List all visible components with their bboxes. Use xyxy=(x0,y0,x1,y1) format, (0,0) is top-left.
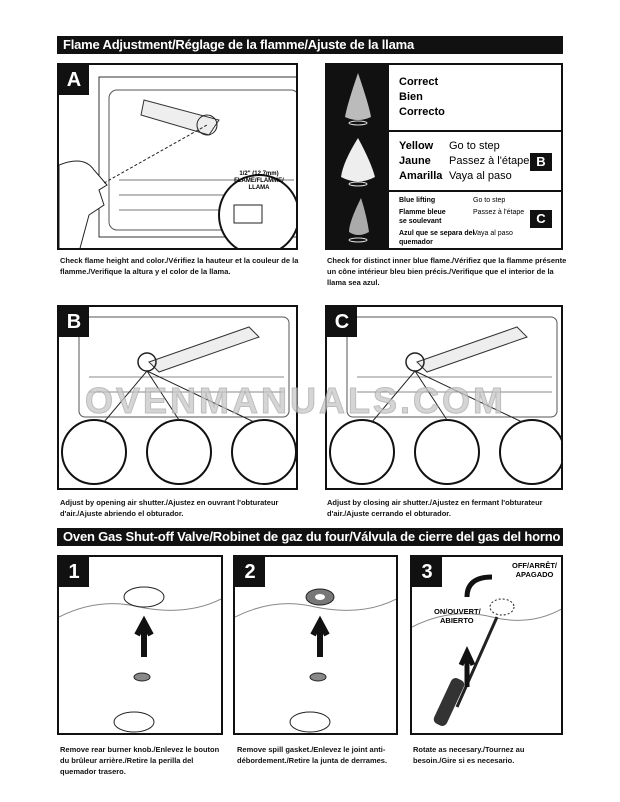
remove-knob-drawing xyxy=(59,586,221,733)
callout-line: 1/2" (12.7mm) xyxy=(239,171,279,177)
flame-row-blue-lifting: Blue lifting Flamme bleue se soulevant A… xyxy=(327,192,561,248)
panel-a-caption: Check flame height and color./Vérifiez l… xyxy=(60,256,299,276)
on-label-line: ABIERTO xyxy=(440,616,474,625)
label-yellow-es: Amarilla xyxy=(399,170,443,182)
label-correct-es: Correcto xyxy=(399,106,445,118)
callout-line: FLAME/FLAMME/ xyxy=(234,178,284,184)
label-yellow-fr: Jaune xyxy=(399,155,431,167)
flame-row-correct: Correct Bien Correcto xyxy=(327,65,561,132)
close-air-shutter-drawing xyxy=(329,316,561,485)
oven-flame-check-drawing xyxy=(59,76,296,248)
flame-row-yellow: Yellow Jaune Amarilla Go to step Passez … xyxy=(327,132,561,192)
callout-line: LLAMA xyxy=(248,185,270,191)
step-b-badge: B xyxy=(530,153,552,171)
open-air-shutter-drawing xyxy=(61,316,296,485)
label-blue-en: Blue lifting xyxy=(399,197,436,204)
section-header-flame-adjustment: Flame Adjustment/Réglage de la flamme/Aj… xyxy=(57,36,563,54)
step-2-caption: Remove spill gasket./Enlevez le joint an… xyxy=(237,745,388,765)
step-tag-2: 2 xyxy=(235,557,265,587)
label-correct-fr: Bien xyxy=(399,91,423,103)
action-go-to-step-en: Go to step xyxy=(473,197,506,204)
action-go-to-step-fr: Passez à l'étape xyxy=(449,155,530,167)
panel-b-caption: Adjust by opening air shutter./Ajustez e… xyxy=(60,498,279,518)
correct-flame-icon xyxy=(327,65,389,130)
on-label-line: ON/OUVERT/ xyxy=(434,607,481,616)
step-tag-3: 3 xyxy=(412,557,442,587)
step-3-caption: Rotate as necesary./Tournez au besoin./G… xyxy=(413,745,525,765)
step-2-illustration: 2 xyxy=(233,555,398,735)
panel-tag-a: A xyxy=(59,65,89,95)
panel-b-illustration: B xyxy=(57,305,298,490)
panel-tag-c: C xyxy=(327,307,357,337)
flame-color-table: Correct Bien Correcto Yellow Jaune Amari… xyxy=(325,63,563,250)
action-go-to-step-es: Vaya al paso xyxy=(449,170,512,182)
step-c-badge: C xyxy=(530,210,552,228)
action-go-to-step-en: Go to step xyxy=(449,140,500,152)
panel-tag-b: B xyxy=(59,307,89,337)
step-1-illustration: 1 xyxy=(57,555,223,735)
off-label: OFF/ARRÊT/ APAGADO xyxy=(512,561,557,579)
rotate-valve-drawing xyxy=(412,574,561,726)
label-yellow-en: Yellow xyxy=(399,140,434,152)
flame-table-caption: Check for distinct inner blue flame./Vér… xyxy=(327,256,567,287)
label-correct-en: Correct xyxy=(399,76,439,88)
action-go-to-step-fr: Passez à l'étape xyxy=(473,209,525,216)
step-3-illustration: 3 OFF/ARRÊT/ APAGADO ON/OUVERT/ ABIERTO xyxy=(410,555,563,735)
off-label-line: APAGADO xyxy=(515,570,554,579)
remove-gasket-drawing xyxy=(235,588,396,733)
section-header-gas-valve: Oven Gas Shut-off Valve/Robinet de gaz d… xyxy=(57,528,563,546)
off-label-line: OFF/ARRÊT/ xyxy=(512,561,557,570)
yellow-flame-icon xyxy=(327,132,389,190)
lifting-flame-icon xyxy=(327,192,389,248)
panel-c-caption: Adjust by closing air shutter./Ajustez e… xyxy=(327,498,543,518)
on-label: ON/OUVERT/ ABIERTO xyxy=(434,607,481,625)
panel-a-illustration: A 1/2" (12.7mm) FLAME/FLAMME/ LLAMA xyxy=(57,63,298,250)
panel-c-illustration: C xyxy=(325,305,563,490)
label-blue-es: Azul que se separa del quemador xyxy=(399,230,475,246)
flame-height-callout: 1/2" (12.7mm) FLAME/FLAMME/ LLAMA xyxy=(224,171,294,192)
label-blue-fr: Flamme bleue se soulevant xyxy=(399,209,446,225)
step-tag-1: 1 xyxy=(59,557,89,587)
action-go-to-step-es: Vaya al paso xyxy=(473,230,513,237)
step-1-caption: Remove rear burner knob./Enlevez le bout… xyxy=(60,745,220,776)
